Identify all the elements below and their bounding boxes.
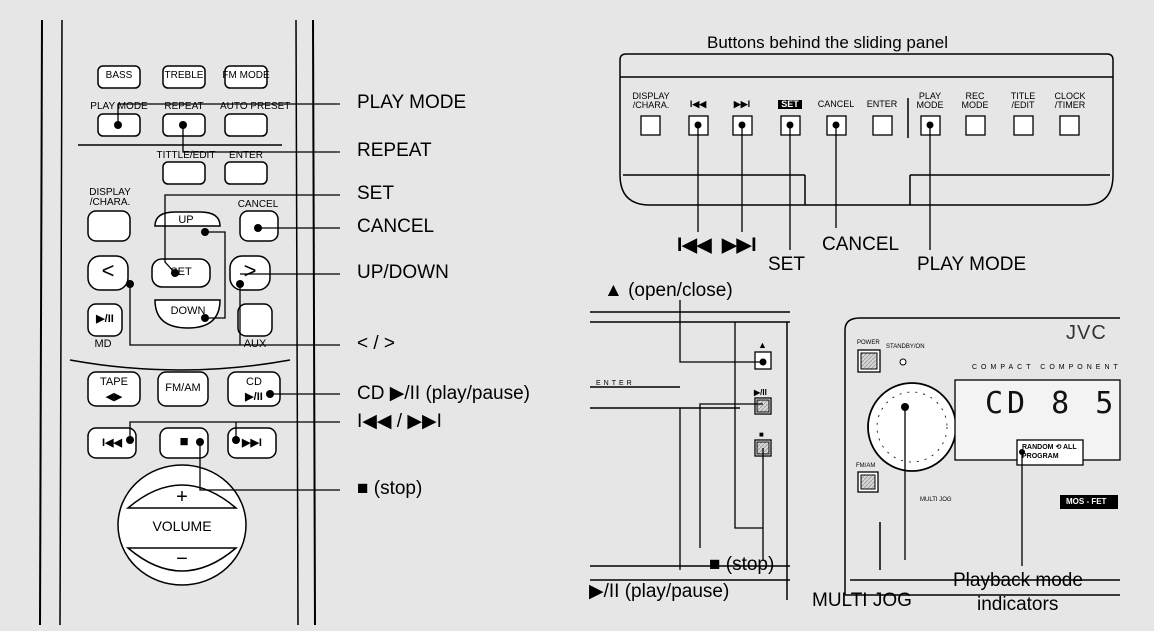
- cancel-key[interactable]: CANCEL: [237, 199, 279, 210]
- callout-up-down: UP/DOWN: [357, 262, 449, 283]
- compact-component-label: COMPACT COMPONENT: [972, 364, 1122, 371]
- panel-next-label: ▶▶I: [733, 99, 751, 109]
- volume-label: VOLUME: [152, 518, 212, 534]
- multi-jog-small-label: MULTI JOG: [920, 497, 952, 503]
- lcd-readout: CD 8 5: [985, 386, 1118, 421]
- treble-key[interactable]: TREBLE: [164, 70, 204, 81]
- up-key[interactable]: UP: [178, 214, 194, 226]
- fm-mode-key[interactable]: FM MODE: [222, 70, 270, 81]
- unit-play-mark: ▶/II: [754, 388, 767, 397]
- enter-key[interactable]: ENTER: [229, 150, 263, 161]
- tape-key[interactable]: TAPE: [100, 376, 128, 388]
- fm-am-key[interactable]: FM/AM: [165, 382, 201, 394]
- callout-set: SET: [357, 183, 394, 204]
- panel-display-chara-label: DISPLAY /CHARA.: [632, 91, 670, 110]
- callout-unit-stop: ■ (stop): [709, 554, 775, 575]
- md-label: MD: [94, 338, 112, 350]
- power-label: POWER: [857, 340, 880, 346]
- panel-clock-timer-label: CLOCK /TIMER: [1054, 91, 1086, 110]
- md-play-key[interactable]: ▶/II: [96, 313, 114, 325]
- display-chara-key[interactable]: DISPLAY /CHARA.: [89, 187, 131, 208]
- title-edit-key[interactable]: TITTLE/EDIT: [156, 150, 216, 161]
- callout-panel-play-mode: PLAY MODE: [917, 254, 1027, 275]
- callout-panel-cancel: CANCEL: [822, 234, 900, 255]
- program-indicator: PROGRAM: [1022, 453, 1059, 460]
- panel-rec-mode-label: REC MODE: [961, 91, 989, 110]
- auto-preset-key[interactable]: AUTO PRESET: [220, 101, 291, 112]
- panel-title-edit-label: TITLE /EDIT: [1010, 91, 1036, 110]
- unit-enter-text: ENTER: [596, 380, 635, 387]
- callout-panel-set: SET: [768, 254, 805, 275]
- mos-fet-badge: MOS - FET: [1066, 497, 1107, 506]
- callout-cancel: CANCEL: [357, 216, 435, 237]
- sliding-panel-title: Buttons behind the sliding panel: [707, 33, 949, 52]
- jvc-logo: JVC: [1066, 322, 1107, 344]
- panel-enter-label: ENTER: [866, 99, 898, 109]
- aux-label: AUX: [243, 338, 267, 350]
- unit-stop-mark: ■: [759, 430, 764, 439]
- callout-multi-jog: MULTI JOG: [812, 590, 912, 611]
- left-key[interactable]: <: [101, 258, 115, 283]
- bass-key[interactable]: BASS: [105, 70, 133, 81]
- prev-key[interactable]: I◀◀: [102, 437, 122, 449]
- unit-eject-mark: ▲: [758, 340, 767, 350]
- repeat-key[interactable]: REPEAT: [164, 101, 204, 112]
- callout-stop: ■ (stop): [357, 478, 423, 499]
- callout-play-mode: PLAY MODE: [357, 92, 467, 113]
- callout-lt-gt: < / >: [357, 333, 396, 354]
- panel-cancel-label: CANCEL: [817, 99, 855, 109]
- callout-panel-next: ▶▶I: [722, 235, 757, 256]
- main-fm-am-label: FM/AM: [856, 463, 876, 469]
- set-key[interactable]: SET: [170, 266, 192, 278]
- volume-up-key[interactable]: +: [176, 486, 188, 508]
- callout-open-close: ▲ (open/close): [604, 280, 733, 301]
- callout-cd-play-pause: CD ▶/II (play/pause): [357, 383, 531, 404]
- panel-prev-label: I◀◀: [689, 99, 707, 109]
- play-mode-key[interactable]: PLAY MODE: [90, 101, 148, 112]
- remote-body: [39, 19, 316, 626]
- cd-key[interactable]: CD: [246, 376, 262, 388]
- panel-set-label: SET: [778, 100, 802, 109]
- random-all-indicator: RANDOM ⟲ ALL: [1022, 444, 1077, 451]
- volume-down-key[interactable]: −: [176, 548, 188, 570]
- cd-play-icon: ▶/II: [245, 391, 263, 403]
- callout-panel-prev: I◀◀: [677, 235, 712, 256]
- next-key[interactable]: ▶▶I: [242, 437, 262, 449]
- callout-repeat: REPEAT: [357, 140, 432, 161]
- callout-unit-play-pause: ▶/II (play/pause): [589, 581, 730, 602]
- down-key[interactable]: DOWN: [170, 305, 206, 317]
- panel-play-mode-label: PLAY MODE: [916, 91, 944, 110]
- callout-playback-mode: Playback mode: [953, 570, 1083, 591]
- tape-arrows-icon: ◀▶: [105, 391, 123, 403]
- stop-key[interactable]: ■: [179, 433, 189, 450]
- standby-label: STANDBY/ON: [886, 344, 925, 350]
- callout-indicators: indicators: [977, 594, 1059, 615]
- callout-skip: I◀◀ / ▶▶I: [357, 411, 442, 432]
- right-key[interactable]: >: [243, 258, 257, 283]
